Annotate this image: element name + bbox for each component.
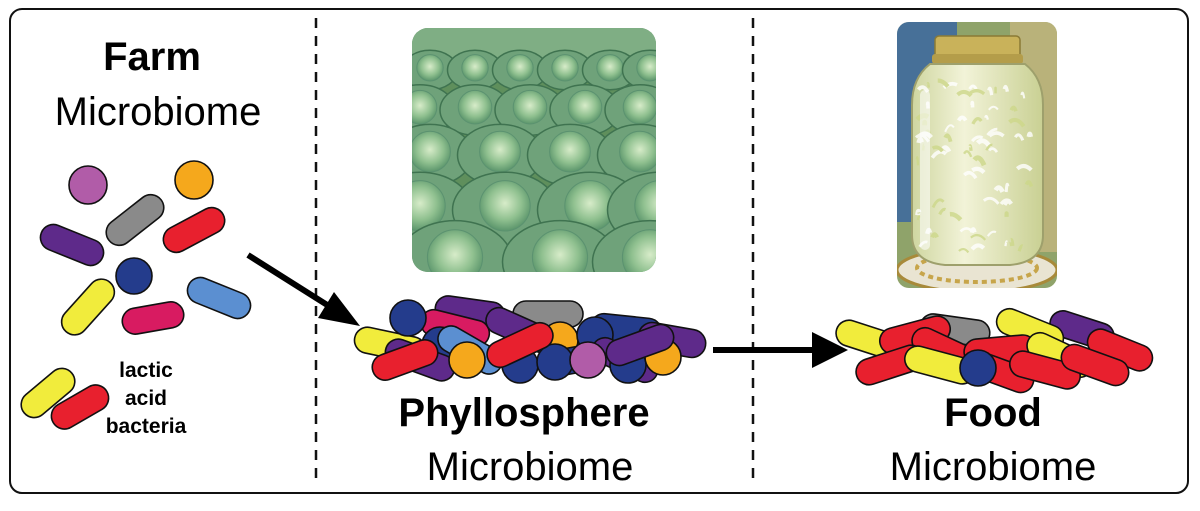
phyllosphere-title-regular: Microbiome	[427, 445, 634, 489]
farm-title-regular: Microbiome	[55, 90, 262, 134]
lab-label-line3: bacteria	[106, 415, 187, 438]
kraut-shred	[917, 157, 918, 165]
sauerkraut-jar-image	[897, 22, 1060, 292]
lab-label-line1: lactic	[119, 359, 173, 382]
phyllo-coccus	[449, 342, 485, 378]
kraut-shred	[1029, 134, 1031, 137]
food-title-regular: Microbiome	[890, 445, 1097, 489]
food-title-bold: Food	[944, 391, 1042, 435]
phyllo-coccus	[570, 342, 606, 378]
kraut-shred	[932, 234, 937, 237]
phyllo-coccus	[390, 300, 426, 336]
kraut-shred	[1006, 184, 1008, 192]
kraut-shred	[1011, 240, 1012, 246]
coccus-magenta	[69, 166, 107, 204]
farm-title-bold: Farm	[103, 35, 201, 79]
coccus-orange	[175, 161, 213, 199]
kraut-shred	[972, 103, 973, 108]
food-coccus	[960, 350, 996, 386]
lab-label-line2: acid	[125, 387, 167, 410]
phyllosphere-title-bold: Phyllosphere	[398, 391, 649, 435]
coccus-navy	[116, 258, 152, 294]
